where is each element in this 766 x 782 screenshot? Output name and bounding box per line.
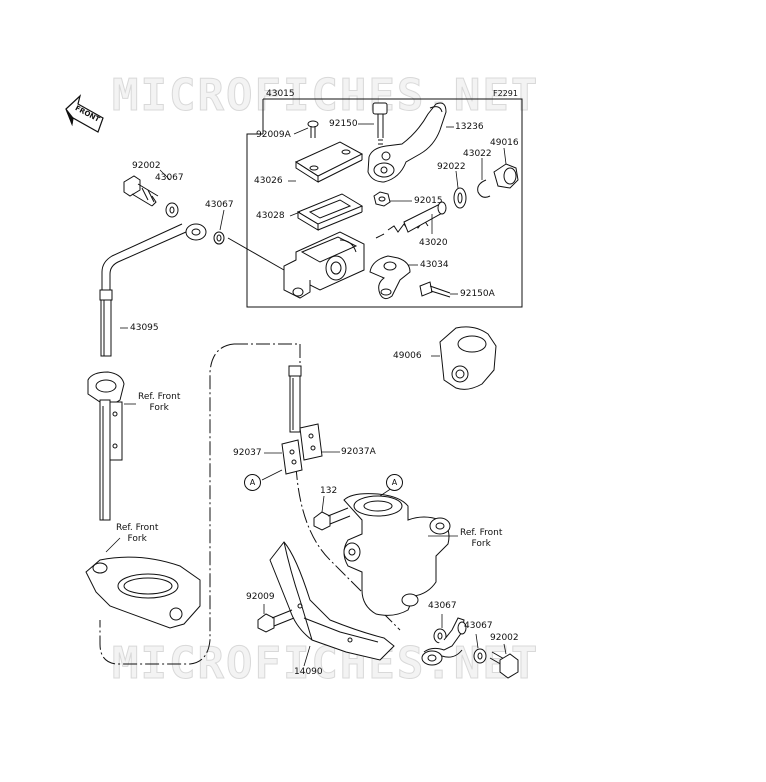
part-label-43095: 43095 xyxy=(130,323,159,333)
part-label-92002-low: 92002 xyxy=(490,633,519,643)
boot-49016-shape xyxy=(493,163,519,189)
part-label-43022: 43022 xyxy=(463,149,492,159)
diaphragm-43028-shape xyxy=(296,193,364,231)
clip-43022-shape xyxy=(477,179,491,198)
part-label-92015: 92015 xyxy=(414,196,443,206)
cap-43026-shape xyxy=(294,141,364,183)
guard-14090-shape xyxy=(269,541,395,661)
part-label-43015: 43015 xyxy=(266,89,295,99)
caliper-shape xyxy=(343,493,451,616)
ref-front-fork-upper: Ref. Front Fork xyxy=(138,392,181,413)
ref-front-fork-caliper: Ref. Front Fork xyxy=(460,528,503,549)
clamp-43034-shape xyxy=(369,255,411,300)
part-label-13236: 13236 xyxy=(455,122,484,132)
part-label-92150A: 92150A xyxy=(460,289,495,299)
hose-clamp-92037-shape xyxy=(281,423,323,475)
diagram-code: F2291 xyxy=(493,89,518,98)
washer-43067-mid-shape xyxy=(213,231,225,245)
bolt-92150-shape xyxy=(372,102,388,145)
part-label-49006: 49006 xyxy=(393,351,422,361)
part-label-14090: 14090 xyxy=(294,667,323,677)
watermark-bottom: MICROFICHES.NET xyxy=(111,638,540,689)
assembly-frame xyxy=(246,98,523,308)
part-label-43067-mid: 43067 xyxy=(205,200,234,210)
bolt-92002-top-shape xyxy=(123,175,159,207)
nut-92015-shape xyxy=(373,191,391,207)
bolt-92009-shape xyxy=(257,609,295,633)
part-label-132: 132 xyxy=(320,486,338,496)
part-label-43067-top: 43067 xyxy=(155,173,184,183)
ref-front-fork-lower: Ref. Front Fork xyxy=(116,523,159,544)
watermark-top: MICROFICHES.NET xyxy=(111,70,540,121)
washer-43067-top-shape xyxy=(165,202,179,218)
bolt-92002-low-shape xyxy=(489,651,519,679)
part-label-49016: 49016 xyxy=(490,138,519,148)
bracket-49006-shape xyxy=(439,326,497,390)
part-label-92002-top: 92002 xyxy=(132,161,161,171)
part-label-92150: 92150 xyxy=(329,119,358,129)
washer-92022-shape xyxy=(453,187,467,209)
callout-a-marker-left: A xyxy=(244,474,261,491)
piston-43020-shape xyxy=(375,201,447,239)
brake-hose-43095-shape xyxy=(99,223,207,357)
part-label-43034: 43034 xyxy=(420,260,449,270)
bolt-132-shape xyxy=(313,507,351,531)
master-cylinder-shape xyxy=(283,231,365,299)
part-label-43026: 43026 xyxy=(254,176,283,186)
lever-shape xyxy=(367,102,447,183)
part-label-43028: 43028 xyxy=(256,211,285,221)
callout-a-marker-right: A xyxy=(386,474,403,491)
part-label-92022: 92022 xyxy=(437,162,466,172)
part-label-92037A: 92037A xyxy=(341,447,376,457)
bolt-92150A-shape xyxy=(419,281,451,298)
part-label-92009: 92009 xyxy=(246,592,275,602)
part-label-43067-low: 43067 xyxy=(428,601,457,611)
screw-92009A-shape xyxy=(307,120,319,138)
fork-bracket-shape xyxy=(85,556,201,629)
part-label-43067-low2: 43067 xyxy=(464,621,493,631)
front-arrow-icon xyxy=(65,94,104,133)
hose-guide-upper-shape xyxy=(87,371,125,521)
part-label-43020: 43020 xyxy=(419,238,448,248)
part-label-92009A: 92009A xyxy=(256,130,291,140)
part-label-92037: 92037 xyxy=(233,448,262,458)
washer-43067-low-shape xyxy=(473,648,487,664)
banjo-fitting-shape xyxy=(421,617,467,666)
